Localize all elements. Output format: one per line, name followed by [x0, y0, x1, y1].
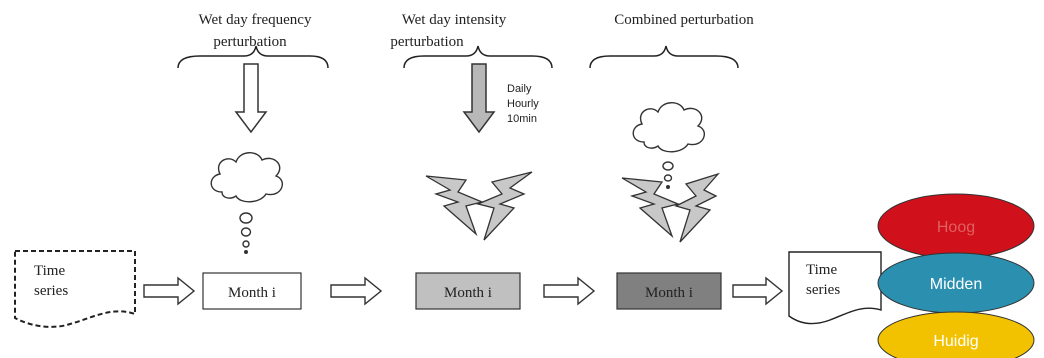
lightning-icon — [425, 171, 533, 241]
stage-combined: Combined perturbation Month i — [589, 12, 754, 310]
thought-cloud-icon — [210, 152, 284, 254]
output-time-series-document: Time series — [788, 251, 882, 325]
frequency-brace — [177, 45, 329, 69]
resolution-10min: 10min — [507, 113, 537, 125]
output-doc-line2: series — [806, 282, 840, 298]
combined-brace — [589, 45, 739, 69]
box-month-combined — [616, 272, 722, 310]
right-arrow-icon — [732, 276, 784, 306]
input-doc-line1: Time — [34, 263, 65, 279]
intensity-down-arrow-icon — [462, 63, 496, 134]
stage-frequency: Wet day frequency perturbation Month i — [177, 12, 329, 310]
thought-cloud-icon — [632, 102, 706, 189]
document-icon — [14, 250, 136, 328]
stage-intensity: Wet day intensity perturbation Daily Hou… — [390, 12, 553, 310]
intensity-brace — [403, 45, 553, 69]
box-month-intensity-label: Month i — [444, 285, 492, 301]
box-month-frequency-label: Month i — [228, 285, 276, 301]
input-time-series-document: Time series — [14, 250, 136, 328]
resolution-daily: Daily — [507, 83, 532, 95]
scenario-ellipses: Hoog Midden Huidig — [877, 193, 1035, 358]
resolution-hourly: Hourly — [507, 98, 539, 110]
input-doc-line2: series — [34, 283, 68, 299]
right-arrow-icon — [330, 276, 383, 306]
document-icon — [788, 251, 882, 325]
lightning-icon — [621, 172, 721, 243]
frequency-down-arrow-icon — [234, 63, 268, 134]
right-arrow-icon — [143, 276, 196, 306]
scenario-huidig-ellipse — [877, 311, 1035, 358]
flow-arrows — [143, 276, 784, 306]
intensity-title-line1: Wet day intensity — [402, 12, 507, 28]
intensity-title-line2: perturbation — [390, 34, 464, 50]
output-doc-line1: Time — [806, 262, 837, 278]
scenario-hoog-label: Hoog — [937, 219, 975, 236]
scenario-huidig-label: Huidig — [933, 333, 978, 350]
box-month-frequency — [202, 272, 302, 310]
scenario-midden-label: Midden — [930, 276, 982, 293]
frequency-title-line2: perturbation — [213, 34, 287, 50]
box-month-intensity — [415, 272, 521, 310]
combined-title-line1: Combined perturbation — [614, 12, 754, 28]
box-month-combined-label: Month i — [645, 285, 693, 301]
right-arrow-icon — [543, 276, 596, 306]
frequency-title-line1: Wet day frequency — [199, 12, 312, 28]
